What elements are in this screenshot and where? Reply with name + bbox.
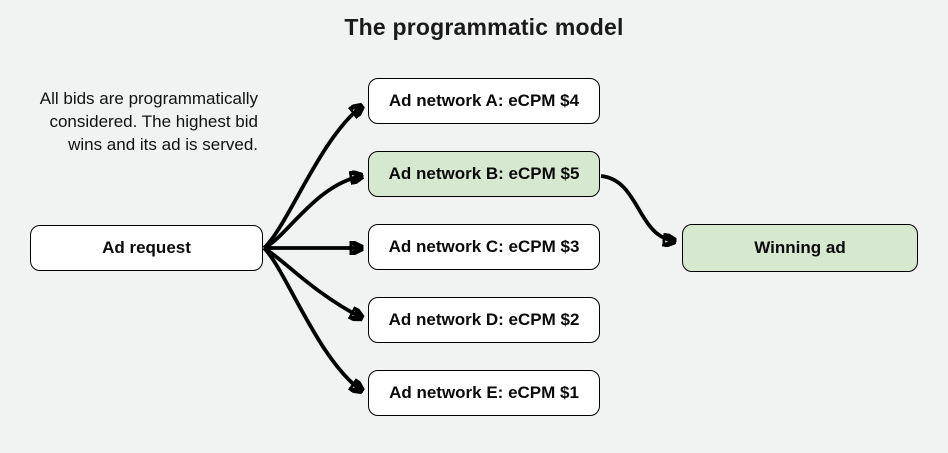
arrow-request-to-network-d — [263, 246, 362, 318]
ad-network-d-node: Ad network D: eCPM $2 — [368, 297, 600, 343]
ad-network-d-label: Ad network D: eCPM $2 — [388, 310, 580, 329]
arrow-request-to-network-e — [262, 246, 362, 391]
ad-network-b-node: Ad network B: eCPM $5 — [368, 151, 600, 197]
winning-ad-label: Winning ad — [754, 238, 846, 257]
ad-request-node: Ad request — [30, 225, 263, 271]
ad-network-a-label: Ad network A: eCPM $4 — [388, 91, 580, 110]
arrow-request-to-network-a — [262, 106, 362, 250]
ad-network-c-node: Ad network C: eCPM $3 — [368, 224, 600, 270]
arrow-network-b-to-winning — [600, 174, 675, 241]
winning-ad-node: Winning ad — [682, 224, 918, 272]
diagram-title: The programmatic model — [344, 14, 624, 40]
ad-network-a-node: Ad network A: eCPM $4 — [368, 78, 600, 124]
ad-network-e-node: Ad network E: eCPM $1 — [368, 370, 600, 416]
ad-network-b-label: Ad network B: eCPM $5 — [388, 164, 580, 183]
ad-network-e-label: Ad network E: eCPM $1 — [389, 383, 579, 402]
arrow-request-to-network-b — [263, 176, 362, 250]
ad-request-label: Ad request — [102, 238, 191, 257]
ad-network-c-label: Ad network C: eCPM $3 — [388, 237, 580, 256]
explanatory-note: All bids are programmatically considered… — [39, 89, 258, 154]
